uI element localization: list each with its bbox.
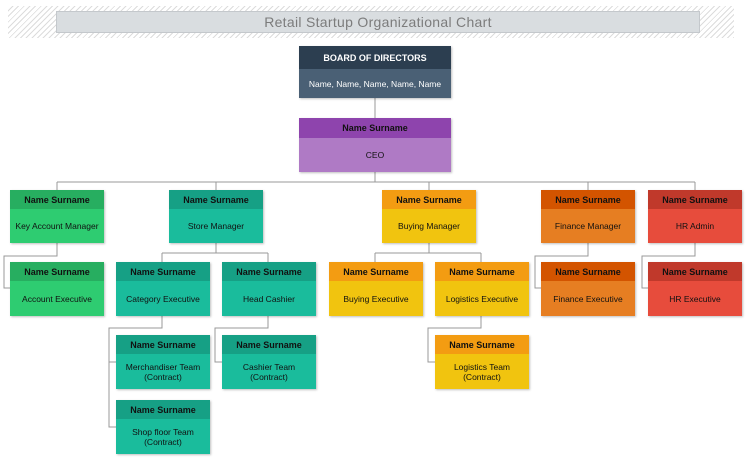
- connector-cashier-team: [214, 316, 269, 363]
- node-logistics-executive[interactable]: Name Surname Logistics Executive: [435, 262, 529, 316]
- node-header: Name Surname: [648, 262, 742, 281]
- node-header: Name Surname: [329, 262, 423, 281]
- connector-finance-exec: [534, 243, 589, 289]
- node-finance-manager[interactable]: Name Surname Finance Manager: [541, 190, 635, 243]
- node-logistics-team[interactable]: Name Surname Logistics Team (Contract): [435, 335, 529, 389]
- node-header: Name Surname: [116, 262, 210, 281]
- node-title: Store Manager: [169, 209, 263, 243]
- node-title: CEO: [299, 138, 451, 172]
- node-header: Name Surname: [10, 262, 104, 281]
- node-title: Name, Name, Name, Name, Name: [299, 69, 451, 98]
- node-header: Name Surname: [541, 190, 635, 209]
- node-header: Name Surname: [435, 335, 529, 354]
- node-buying-manager[interactable]: Name Surname Buying Manager: [382, 190, 476, 243]
- node-title: Merchandiser Team (Contract): [116, 354, 210, 389]
- node-header: Name Surname: [382, 190, 476, 209]
- node-header: BOARD OF DIRECTORS: [299, 46, 451, 69]
- node-header: Name Surname: [116, 400, 210, 419]
- node-header: Name Surname: [222, 262, 316, 281]
- connector-kam-account-exec: [3, 243, 58, 289]
- node-title: Account Executive: [10, 281, 104, 316]
- node-title: Key Account Manager: [10, 209, 104, 243]
- node-cashier-team[interactable]: Name Surname Cashier Team (Contract): [222, 335, 316, 389]
- node-finance-executive[interactable]: Name Surname Finance Executive: [541, 262, 635, 316]
- node-category-executive[interactable]: Name Surname Category Executive: [116, 262, 210, 316]
- node-title: Logistics Executive: [435, 281, 529, 316]
- connector-store-reports: [161, 243, 269, 262]
- connector-category-teams: [108, 316, 163, 428]
- node-buying-executive[interactable]: Name Surname Buying Executive: [329, 262, 423, 316]
- node-title: Finance Executive: [541, 281, 635, 316]
- node-key-account-manager[interactable]: Name Surname Key Account Manager: [10, 190, 104, 243]
- node-title: Head Cashier: [222, 281, 316, 316]
- node-title: HR Admin: [648, 209, 742, 243]
- node-merchandiser-team[interactable]: Name Surname Merchandiser Team (Contract…: [116, 335, 210, 389]
- node-header: Name Surname: [648, 190, 742, 209]
- node-title: Cashier Team (Contract): [222, 354, 316, 389]
- node-title: Buying Executive: [329, 281, 423, 316]
- node-title: HR Executive: [648, 281, 742, 316]
- node-header: Name Surname: [169, 190, 263, 209]
- connector-hr-exec: [641, 243, 696, 289]
- node-header: Name Surname: [116, 335, 210, 354]
- node-header: Name Surname: [10, 190, 104, 209]
- node-title: Logistics Team (Contract): [435, 354, 529, 389]
- node-shop-floor-team[interactable]: Name Surname Shop floor Team (Contract): [116, 400, 210, 454]
- node-title: Buying Manager: [382, 209, 476, 243]
- node-account-executive[interactable]: Name Surname Account Executive: [10, 262, 104, 316]
- connector-ceo-managers: [56, 172, 696, 190]
- node-head-cashier[interactable]: Name Surname Head Cashier: [222, 262, 316, 316]
- node-title: Finance Manager: [541, 209, 635, 243]
- connector-logistics-team: [427, 316, 482, 363]
- node-title: Category Executive: [116, 281, 210, 316]
- node-title: Shop floor Team (Contract): [116, 419, 210, 454]
- node-header: Name Surname: [299, 118, 451, 138]
- node-board[interactable]: BOARD OF DIRECTORS Name, Name, Name, Nam…: [299, 46, 451, 98]
- chart-title: Retail Startup Organizational Chart: [56, 11, 700, 33]
- node-store-manager[interactable]: Name Surname Store Manager: [169, 190, 263, 243]
- node-header: Name Surname: [222, 335, 316, 354]
- node-hr-admin[interactable]: Name Surname HR Admin: [648, 190, 742, 243]
- connector-buying-reports: [374, 243, 482, 262]
- node-ceo[interactable]: Name Surname CEO: [299, 118, 451, 172]
- node-hr-executive[interactable]: Name Surname HR Executive: [648, 262, 742, 316]
- node-header: Name Surname: [541, 262, 635, 281]
- node-header: Name Surname: [435, 262, 529, 281]
